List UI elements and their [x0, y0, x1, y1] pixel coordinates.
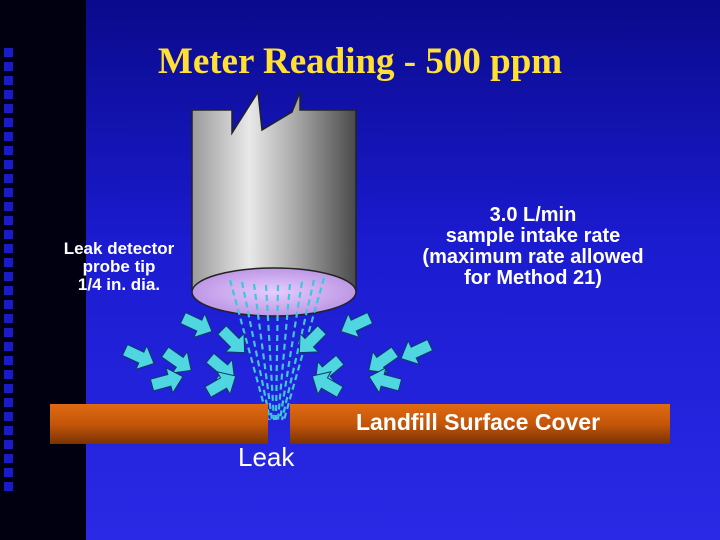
probe-label: Leak detector probe tip 1/4 in. dia. — [48, 240, 190, 294]
decorative-square — [4, 216, 13, 225]
arrow-icon — [340, 311, 374, 339]
arrow-icon — [179, 311, 213, 339]
decorative-square — [4, 454, 13, 463]
intake-rate-label: 3.0 L/min sample intake rate (maximum ra… — [388, 205, 678, 289]
rate-label-line: 3.0 L/min — [489, 204, 577, 226]
arrow-icon — [121, 343, 155, 371]
decorative-square — [4, 132, 13, 141]
rate-label-line: (maximum rate allowed — [422, 246, 644, 268]
leak-label: Leak — [238, 442, 295, 472]
surface-cover-label: Landfill Surface Cover — [355, 409, 601, 435]
decorative-square — [4, 48, 13, 57]
left-decorative-strip — [0, 0, 86, 540]
decorative-square — [4, 174, 13, 183]
airflow-lines — [228, 277, 326, 421]
decorative-square — [4, 188, 13, 197]
inflow-arrows — [121, 311, 434, 398]
decorative-square — [4, 342, 13, 351]
arrow-icon — [160, 346, 192, 374]
decorative-square — [4, 62, 13, 71]
decorative-square — [4, 202, 13, 211]
probe-label-line: Leak detector — [63, 239, 175, 258]
arrow-icon — [149, 366, 184, 395]
decorative-square — [4, 314, 13, 323]
decorative-square — [4, 468, 13, 477]
decorative-square — [4, 258, 13, 267]
arrow-icon — [400, 338, 434, 366]
decorative-square — [4, 384, 13, 393]
landfill-surface-right — [290, 404, 670, 444]
decorative-square — [4, 244, 13, 253]
probe-label-line: probe tip — [82, 256, 156, 276]
decorative-square — [4, 482, 13, 491]
decorative-square — [4, 426, 13, 435]
decorative-square — [4, 118, 13, 127]
decorative-square — [4, 328, 13, 337]
decorative-square — [4, 272, 13, 281]
decorative-square — [4, 90, 13, 99]
decorative-square — [4, 146, 13, 155]
arrow-icon — [298, 325, 327, 354]
arrow-icon — [368, 366, 403, 395]
decorative-square — [4, 412, 13, 421]
landfill-surface-left — [50, 404, 268, 444]
decorative-squares — [4, 48, 20, 496]
decorative-square — [4, 370, 13, 379]
decorative-square — [4, 440, 13, 449]
decorative-square — [4, 300, 13, 309]
rate-label-line: for Method 21) — [464, 267, 602, 289]
decorative-square — [4, 104, 13, 113]
probe-tip-opening — [191, 267, 357, 317]
decorative-square — [4, 230, 13, 239]
decorative-square — [4, 398, 13, 407]
decorative-square — [4, 160, 13, 169]
arrow-icon — [204, 370, 237, 398]
decorative-square — [4, 76, 13, 85]
rate-label-line: sample intake rate — [445, 225, 621, 247]
decorative-square — [4, 356, 13, 365]
arrow-icon — [217, 325, 246, 354]
decorative-square — [4, 286, 13, 295]
probe-label-line: 1/4 in. dia. — [77, 274, 161, 294]
page-title: Meter Reading - 500 ppm — [157, 41, 563, 82]
arrow-icon — [311, 370, 344, 398]
